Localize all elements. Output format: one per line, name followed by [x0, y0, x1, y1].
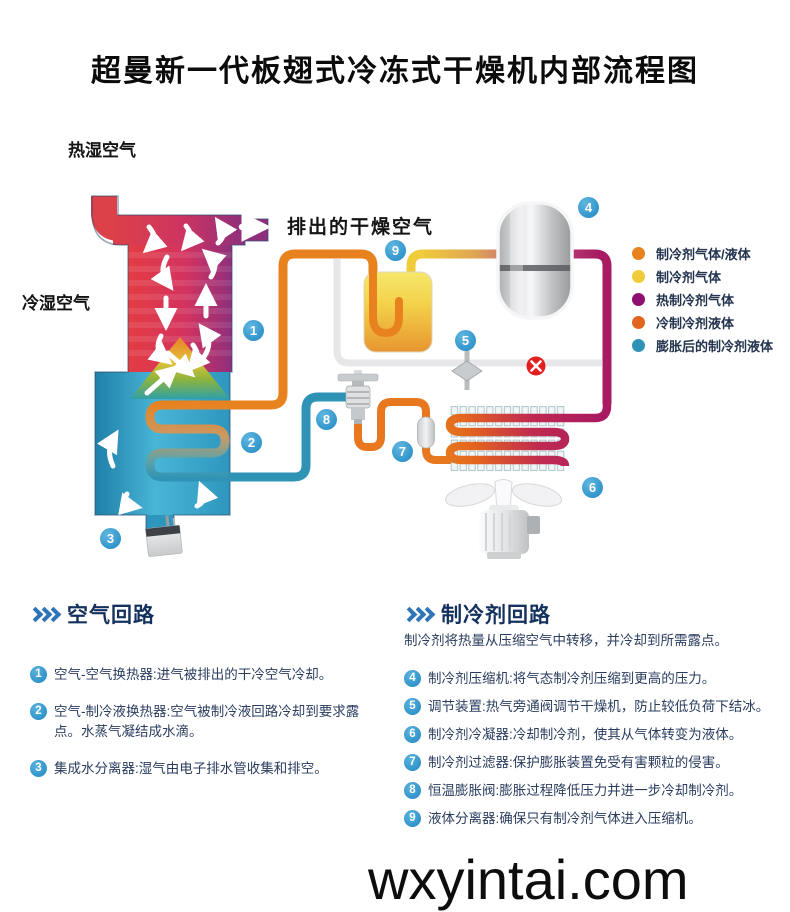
- bypass-valve: [451, 348, 483, 390]
- triple-chevron-icon: [401, 606, 436, 622]
- list-item-2: 2 空气-制冷液换热器:空气被制冷液回路冷却到要求露点。水蒸气凝结成水滴。: [30, 702, 382, 742]
- section-subtitle-refrigerant: 制冷剂将热量从压缩空气中转移，并冷却到所需露点。: [404, 633, 728, 648]
- item-badge-7: 7: [404, 754, 421, 771]
- legend-dot-cold-refrigerant-liquid: [632, 316, 645, 329]
- diagram-badge-5: 5: [455, 330, 476, 351]
- legend-item: 冷制冷剂液体: [632, 314, 773, 331]
- closed-valve-x-marker: [526, 356, 546, 376]
- label-dry-air-out: 排出的干燥空气: [287, 217, 435, 238]
- item-badge-9: 9: [404, 810, 421, 827]
- pipe-evaporator-to-separator: [228, 249, 378, 410]
- legend: 制冷剂气体/液体 制冷剂气体 热制冷剂气体 冷制冷剂液体 膨胀后的制冷剂液体: [632, 245, 773, 360]
- pipe-expanded-refrigerant: [228, 392, 347, 482]
- item-badge-6: 6: [404, 726, 421, 743]
- water-drain: [145, 515, 183, 557]
- legend-dot-refrigerant-gas-liquid: [632, 247, 645, 260]
- refrigerant-filter: [417, 416, 435, 449]
- triple-chevron-icon: [27, 606, 62, 622]
- list-item-7: 7 制冷剂过滤器:保护膨胀装置免受有害颗粒的侵害。: [404, 753, 782, 773]
- legend-dot-expanded-refrigerant-liquid: [632, 339, 645, 352]
- diagram-badge-4: 4: [578, 197, 599, 218]
- liquid-separator: [363, 268, 433, 353]
- diagram-badge-7: 7: [392, 441, 413, 462]
- list-item-3: 3 集成水分离器:湿气由电子排水管收集和排空。: [30, 759, 382, 779]
- condenser-coil: [445, 400, 612, 467]
- label-hot-humid-air: 热湿空气: [68, 141, 136, 160]
- pipe-hot-gas-bypass: [333, 259, 602, 367]
- diagram-badge-9: 9: [385, 240, 406, 261]
- list-item-1: 1 空气-空气换热器:进气被排出的干冷空气冷却。: [30, 665, 382, 685]
- list-item-5: 5 调节装置:热气旁通阀调节干燥机，防止较低负荷下结冰。: [404, 697, 782, 717]
- item-badge-1: 1: [30, 666, 47, 683]
- label-cold-humid-air: 冷湿空气: [22, 294, 90, 313]
- legend-dot-hot-refrigerant-gas: [632, 293, 645, 306]
- evaporator-coil: [145, 400, 230, 482]
- item-badge-8: 8: [404, 782, 421, 799]
- legend-item: 制冷剂气体/液体: [632, 245, 773, 262]
- item-badge-5: 5: [404, 698, 421, 715]
- list-item-9: 9 液体分离器:确保只有制冷剂气体进入压缩机。: [404, 809, 782, 829]
- legend-item: 热制冷剂气体: [632, 291, 773, 308]
- compressor: [496, 201, 574, 320]
- watermark: wxyintai.com: [368, 848, 689, 911]
- airflow-arrows: [88, 157, 272, 516]
- legend-item: 膨胀后的制冷剂液体: [632, 337, 773, 354]
- section-air-circuit: 空气回路 1 空气-空气换热器:进气被排出的干冷空气冷却。 2 空气-制冷液换热…: [27, 601, 382, 796]
- list-item-4: 4 制冷剂压缩机:将气态制冷剂压缩到更高的压力。: [404, 669, 782, 689]
- condenser-fan: [445, 479, 562, 559]
- item-badge-2: 2: [30, 703, 47, 720]
- item-badge-3: 3: [30, 760, 47, 777]
- item-badge-4: 4: [404, 670, 421, 687]
- expansion-valve: [337, 370, 379, 424]
- diagram-badge-2: 2: [241, 432, 262, 453]
- condenser: [445, 400, 612, 472]
- diagram-badge-1: 1: [243, 320, 264, 341]
- list-item-8: 8 恒温膨胀阀:膨胀过程降低压力并进一步冷却制冷剂。: [404, 781, 782, 801]
- legend-item: 制冷剂气体: [632, 268, 773, 285]
- pipe-filter-to-expansion-valve: [354, 398, 455, 464]
- diagram-badge-3: 3: [100, 528, 121, 549]
- section-title-air: 空气回路: [67, 604, 155, 627]
- section-title-refrigerant: 制冷剂回路: [441, 604, 551, 627]
- legend-dot-refrigerant-gas: [632, 270, 645, 283]
- diagram-badge-6: 6: [582, 477, 603, 498]
- section-refrigerant-circuit: 制冷剂回路 制冷剂将热量从压缩空气中转移，并冷却到所需露点。 4 制冷剂压缩机:…: [401, 601, 782, 837]
- diagram-badge-8: 8: [316, 409, 337, 430]
- flow-diagram: [88, 157, 612, 559]
- page-title: 超曼新一代板翅式冷冻式干燥机内部流程图: [91, 55, 699, 88]
- list-item-6: 6 制冷剂冷凝器:冷却制冷剂，使其从气体转变为液体。: [404, 725, 782, 745]
